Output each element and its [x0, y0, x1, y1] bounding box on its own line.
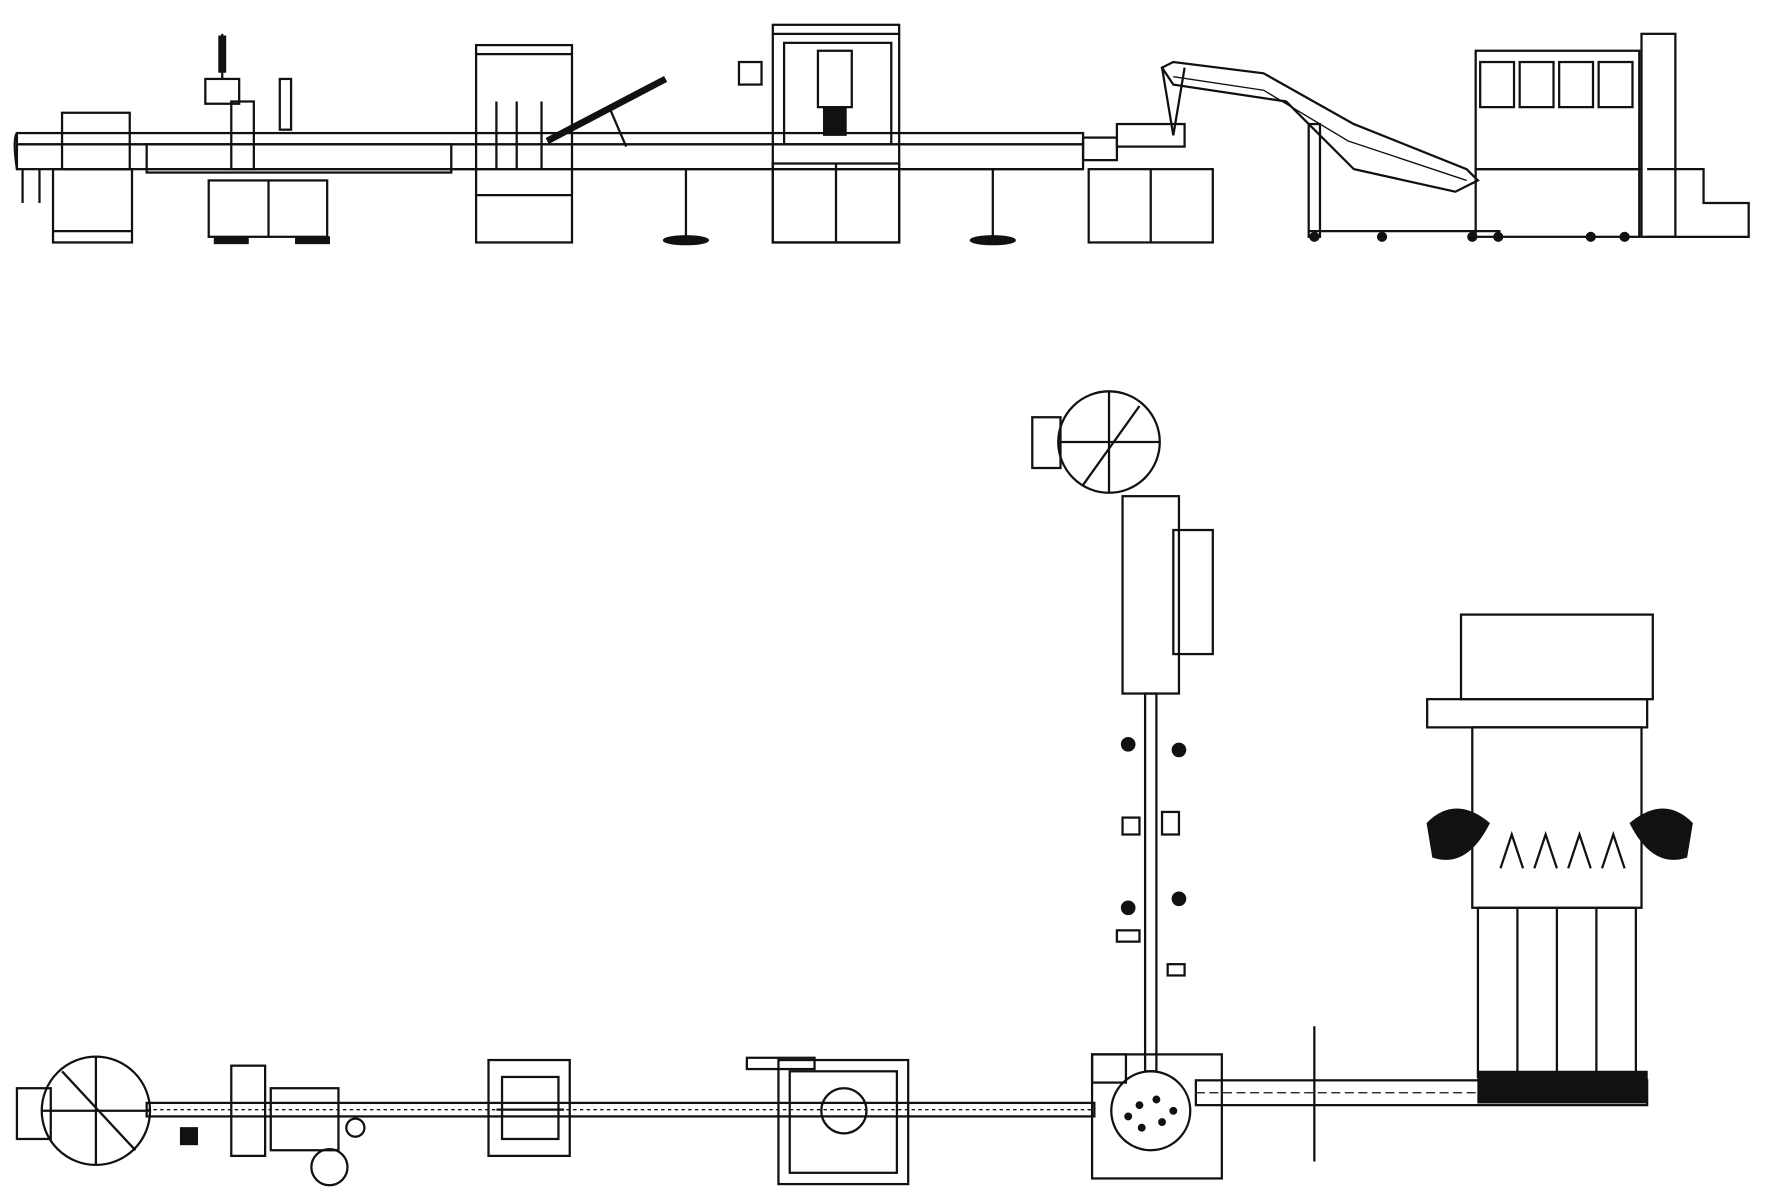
plan-sealer-turntable — [1090, 1053, 1223, 1180]
plan-vertical-conveyor — [1115, 495, 1214, 1073]
plan-view — [15, 390, 1693, 1187]
plan-capper — [745, 1056, 910, 1186]
filling-machine — [474, 43, 668, 244]
cap-feeder-turntable — [1031, 390, 1161, 494]
plan-weigher-packer — [1426, 613, 1693, 1104]
sealing-machine — [1081, 122, 1214, 244]
plan-labeler — [179, 1064, 366, 1187]
feed-turntable — [15, 1055, 152, 1167]
incline-bucket-elevator — [1160, 60, 1504, 242]
bottle-unscrambler-stand — [21, 111, 134, 244]
labeling-machine — [145, 33, 453, 245]
conveyor-support-legs — [662, 169, 1016, 246]
capping-machine — [737, 23, 901, 244]
plan-main-conveyor — [145, 1101, 1096, 1118]
plan-filler — [487, 1058, 571, 1158]
multihead-weigher — [1474, 32, 1750, 242]
elevation-view — [13, 23, 1750, 246]
